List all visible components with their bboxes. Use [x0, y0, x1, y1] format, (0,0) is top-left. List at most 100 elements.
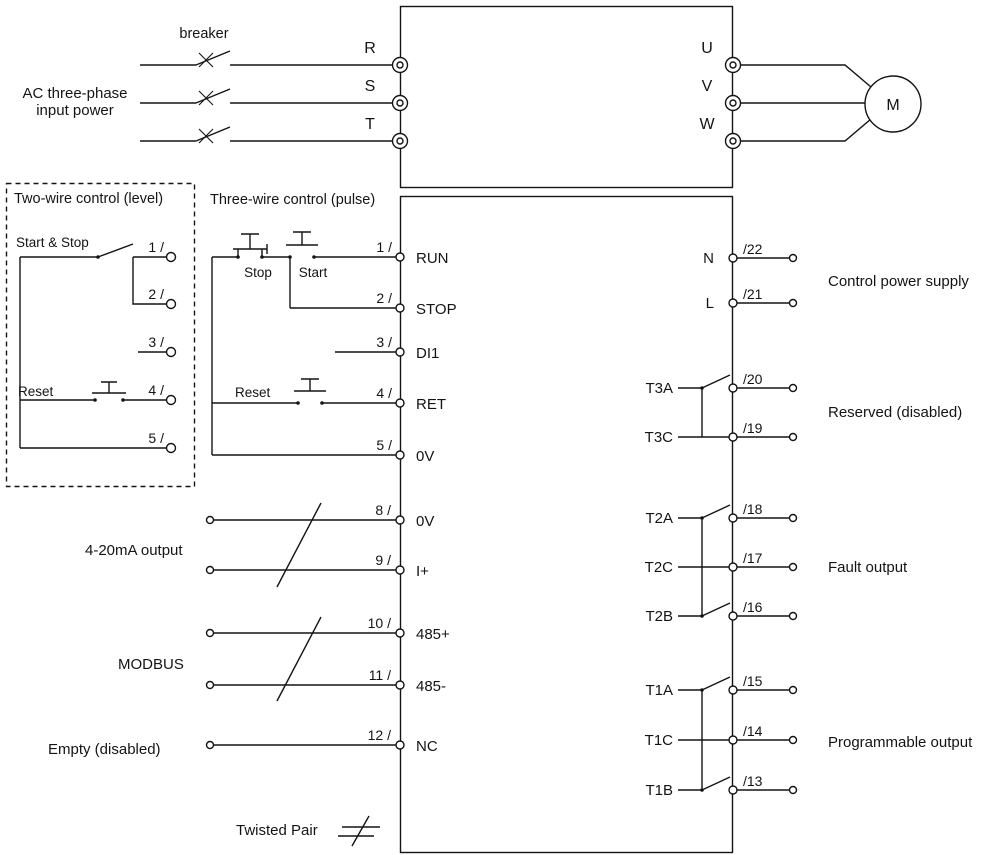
terminal-num-5: 5 / — [376, 437, 392, 453]
terminal-t2c-label: T2C — [645, 559, 674, 576]
three-wire-wires — [211, 256, 396, 456]
terminal-num-21: /21 — [743, 286, 763, 302]
start-label: Start — [299, 265, 328, 280]
terminal-num-11: 11 / — [369, 667, 391, 683]
terminal-num-13: /13 — [743, 773, 763, 789]
phase-t-label: T — [365, 116, 375, 133]
terminal-ret-label: RET — [416, 396, 446, 413]
terminal-t3a-label: T3A — [645, 380, 673, 397]
terminal-t2a-label: T2A — [645, 510, 673, 527]
breaker-label: breaker — [179, 26, 228, 42]
breaker-cross-icon — [198, 52, 214, 144]
twisted-pair-mark-analog — [276, 502, 322, 588]
stop-button-icon — [233, 233, 268, 257]
terminal-run-label: RUN — [416, 250, 449, 267]
start-stop-switch-blade — [97, 243, 134, 258]
reserved-label: Reserved (disabled) — [828, 404, 962, 421]
terminal-num-15: /15 — [743, 673, 763, 689]
relay-internal-wires — [678, 387, 729, 791]
three-wire-reset-button-icon — [294, 378, 326, 392]
terminal-num-19: /19 — [743, 420, 763, 436]
terminal-nc-label: NC — [416, 738, 438, 755]
terminal-num-3: 3 / — [376, 334, 392, 350]
stop-label: Stop — [244, 265, 272, 280]
start-stop-label: Start & Stop — [16, 235, 89, 250]
output-terminals — [724, 56, 742, 150]
ac-input-label-line1: AC three-phase — [22, 85, 127, 102]
input-phase-wires — [140, 64, 392, 142]
phase-u-label: U — [701, 40, 713, 57]
modbus-label: MODBUS — [118, 656, 184, 673]
three-wire-wiring — [211, 231, 396, 456]
terminal-num-1: 1 / — [376, 239, 392, 255]
phase-s-label: S — [365, 78, 376, 95]
terminal-num-2: 2 / — [376, 290, 392, 306]
terminal-di1-label: DI1 — [416, 345, 439, 362]
two-wire-title: Two-wire control (level) — [14, 191, 163, 207]
terminal-num-4: 4 / — [376, 385, 392, 401]
two-wire-terminal-1: 1 / — [148, 239, 164, 255]
terminal-485minus-label: 485- — [416, 678, 446, 695]
control-unit-box — [399, 195, 734, 854]
terminal-0v2-label: 0V — [416, 513, 434, 530]
terminal-t1c-label: T1C — [645, 732, 674, 749]
start-button-icon — [286, 231, 318, 246]
phase-w-label: W — [699, 116, 715, 133]
terminal-t2b-label: T2B — [645, 608, 673, 625]
fault-output-label: Fault output — [828, 559, 908, 576]
terminal-num-10: 10 / — [368, 615, 391, 631]
terminal-num-20: /20 — [743, 371, 763, 387]
breaker-blades — [195, 50, 231, 142]
terminal-0v-label: 0V — [416, 448, 434, 465]
terminal-485plus-label: 485+ — [416, 626, 450, 643]
output-power-wiring — [741, 64, 872, 142]
twisted-pair-legend-icon — [338, 815, 380, 847]
phase-v-label: V — [702, 78, 713, 95]
two-wire-reset-label: Reset — [18, 384, 54, 399]
two-wire-control-box — [5, 182, 196, 488]
external-terminal-wires — [737, 257, 789, 791]
terminal-num-17: /17 — [743, 550, 763, 566]
terminal-n-label: N — [703, 250, 714, 267]
terminal-num-12: 12 / — [368, 727, 391, 743]
three-wire-title: Three-wire control (pulse) — [210, 192, 375, 208]
input-power-wiring — [140, 50, 392, 144]
terminal-num-14: /14 — [743, 723, 763, 739]
terminal-num-18: /18 — [743, 501, 763, 517]
left-terminal-circles — [395, 252, 405, 750]
twisted-pair-mark-modbus — [276, 616, 322, 702]
phase-r-label: R — [364, 40, 376, 57]
terminal-iplus-label: I+ — [416, 563, 429, 580]
programmable-output-label: Programmable output — [828, 734, 973, 751]
terminal-num-9: 9 / — [375, 552, 391, 568]
right-terminal-wiring — [678, 253, 798, 795]
motor-label: M — [886, 97, 899, 114]
terminal-t1b-label: T1B — [645, 782, 673, 799]
two-wire-terminal-2: 2 / — [148, 286, 164, 302]
twisted-pair-legend-label: Twisted Pair — [236, 822, 318, 839]
two-wire-reset-button-icon — [92, 381, 126, 394]
control-power-supply-label: Control power supply — [828, 273, 969, 290]
empty-label: Empty (disabled) — [48, 741, 161, 758]
empty-row-wiring — [205, 740, 396, 750]
terminal-stop-label: STOP — [416, 301, 457, 318]
power-unit-box — [399, 5, 734, 189]
terminal-t1a-label: T1A — [645, 682, 673, 699]
terminal-t3c-label: T3C — [645, 429, 674, 446]
three-wire-reset-label: Reset — [235, 385, 271, 400]
two-wire-wires — [19, 256, 166, 449]
relay-contact-blades — [701, 374, 731, 791]
analog-output-wiring — [205, 502, 396, 588]
motor-symbol — [864, 75, 922, 133]
ac-input-label-line2: input power — [36, 102, 114, 119]
terminal-num-8: 8 / — [375, 502, 391, 518]
terminal-l-label: L — [706, 295, 714, 312]
two-wire-terminal-4: 4 / — [148, 382, 164, 398]
two-wire-terminal-3: 3 / — [148, 334, 164, 350]
input-terminals — [391, 56, 409, 150]
terminal-num-22: /22 — [743, 241, 763, 257]
analog-output-label: 4-20mA output — [85, 542, 183, 559]
two-wire-terminal-5: 5 / — [148, 430, 164, 446]
modbus-wiring — [205, 616, 396, 702]
